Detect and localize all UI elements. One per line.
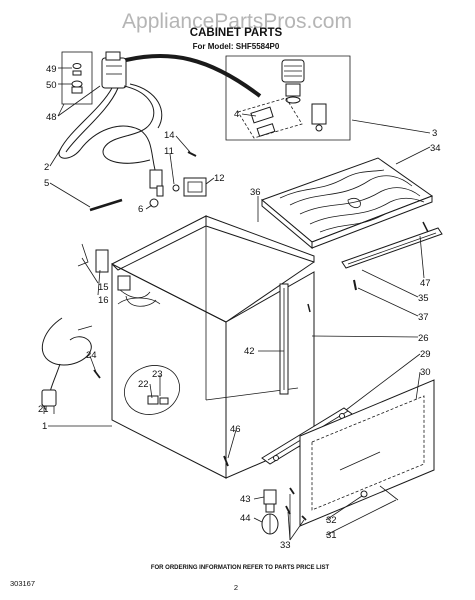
callout-labels: 49 50 48 2 5 6 14 11 12 36 3 4 34 15 16 … [38,64,441,551]
part-30-base-panel [299,379,435,527]
callout-35: 35 [418,293,429,304]
callout-47: 47 [420,278,431,289]
leader-lines [41,67,431,541]
callout-6: 6 [138,204,143,215]
callout-50: 50 [46,80,57,91]
doc-number: 303167 [10,579,35,588]
part-5-rod [89,198,123,212]
part-43-44-caster [261,489,279,535]
callout-4: 4 [234,109,239,120]
callout-12: 12 [214,173,225,184]
page-number: 2 [234,583,238,592]
callout-15: 15 [98,282,109,293]
detail-box-3-4 [225,55,351,141]
callout-32: 32 [326,515,337,526]
callout-24: 24 [86,350,97,361]
callout-43: 43 [240,494,251,505]
callout-42: 42 [244,346,255,357]
cabinet-shell [111,215,315,479]
callout-29: 29 [420,349,431,360]
callout-33: 33 [280,540,291,551]
callout-26: 26 [418,333,429,344]
callout-16: 16 [98,295,109,306]
part-14-screw [187,151,197,157]
part-15-16-bracket [77,243,109,273]
callout-3: 3 [432,128,437,139]
callout-44: 44 [240,513,251,524]
callout-1: 1 [42,421,47,432]
callout-48: 48 [46,112,57,123]
callout-30: 30 [420,367,431,378]
callout-49: 49 [46,64,57,75]
page-title: CABINET PARTS [190,27,283,39]
part-21-power-cord [41,317,93,414]
detail-box-49-50 [61,51,93,105]
callout-14: 14 [164,130,175,141]
callout-31: 31 [326,530,337,541]
watermark-text: AppliancePartsPros.com [122,10,352,33]
callout-2: 2 [44,162,49,173]
callout-22: 22 [138,379,149,390]
callout-36: 36 [250,187,261,198]
part-34-wood-top [261,157,434,250]
callout-5: 5 [44,178,49,189]
callout-21: 21 [38,404,49,415]
callout-23: 23 [152,369,163,380]
part-47-rail [341,221,443,291]
part-12-bracket [172,177,207,197]
callout-34: 34 [430,143,441,154]
order-note: FOR ORDERING INFORMATION REFER TO PARTS … [151,565,330,571]
part-24-screw [93,369,101,379]
water-valve-assembly [58,51,262,197]
model-line: For Model: SHF5584P0 [193,42,280,51]
callout-37: 37 [418,312,429,323]
callout-46: 46 [230,424,241,435]
callout-11: 11 [164,146,174,157]
